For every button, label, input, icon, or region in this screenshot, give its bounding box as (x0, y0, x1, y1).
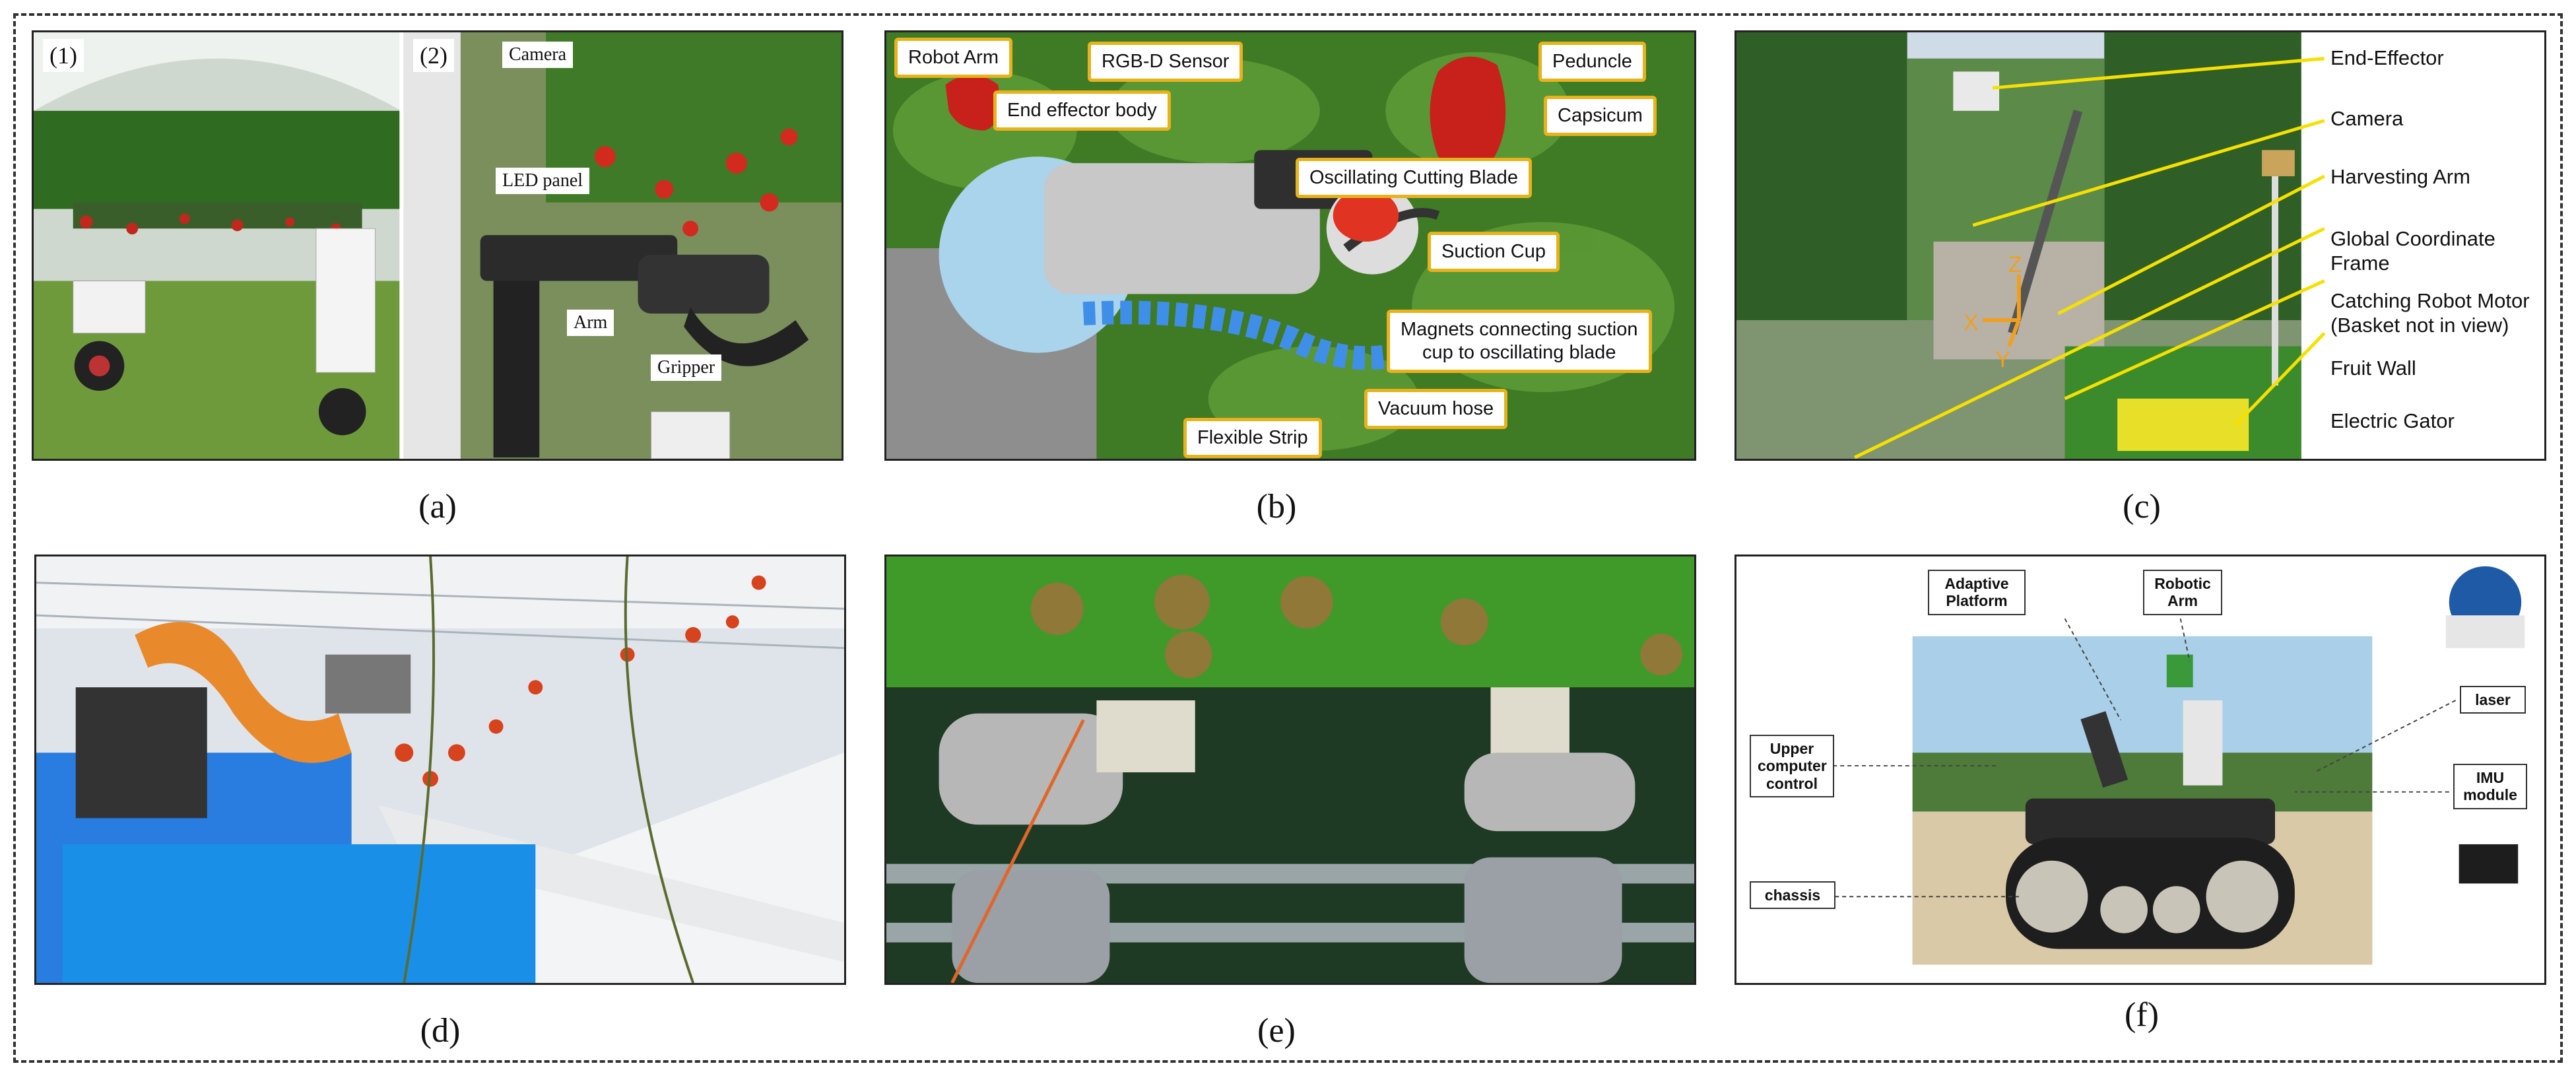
panel-e (884, 555, 1696, 985)
panel-b-callout-magnets: Magnets connecting suction cup to oscill… (1387, 310, 1652, 373)
panel-c-label-gator: Electric Gator (2330, 409, 2455, 432)
panel-c-label-catching-motor: Catching Robot Motor (Basket not in view… (2330, 289, 2530, 337)
panel-d-photo (36, 556, 844, 983)
panel-c-label-global-frame: Global Coordinate Frame (2330, 227, 2495, 275)
panel-c: End-Effector Camera Harvesting Arm Globa… (1734, 30, 2546, 461)
caption-e: (e) (1257, 1012, 1296, 1050)
panel-f-label-laser: laser (2460, 686, 2526, 714)
panel-b-callout-capsicum: Capsicum (1544, 96, 1657, 136)
panel-c-axis-x: X (1964, 310, 1979, 335)
panel-b-callout-suction: Suction Cup (1428, 232, 1560, 272)
panel-a-label-arm: Arm (567, 310, 614, 336)
panel-f-label-adaptive-platform: Adaptive Platform (1928, 570, 2026, 615)
caption-b: (b) (1256, 488, 1297, 525)
panel-b-callout-strip: Flexible Strip (1183, 418, 1322, 458)
panel-a-tag-1: (1) (43, 39, 84, 72)
panel-c-label-end-effector: End-Effector (2330, 46, 2444, 69)
panel-d (34, 555, 846, 985)
panel-c-label-fruit-wall: Fruit Wall (2330, 356, 2416, 380)
panel-a-label-gripper: Gripper (651, 354, 722, 381)
panel-e-photo (886, 556, 1694, 983)
panel-c-label-camera: Camera (2330, 107, 2404, 130)
caption-f: (f) (2125, 996, 2159, 1034)
caption-a: (a) (418, 488, 457, 525)
panel-a: (1) (2) Camera LED panel Arm Gripper (32, 30, 843, 461)
panel-f: Adaptive Platform Robotic Arm Upper comp… (1734, 555, 2546, 985)
panel-b-callout-vacuum: Vacuum hose (1364, 389, 1508, 429)
panel-c-axis-y: Y (1995, 347, 2010, 372)
panel-a-tag-2: (2) (413, 39, 454, 72)
panel-a-photo (34, 32, 842, 459)
figure-frame (13, 13, 2563, 1063)
panel-c-photo (1736, 32, 2544, 459)
panel-c-axis-z: Z (2008, 252, 2022, 277)
panel-f-label-imu: IMU module (2453, 764, 2527, 809)
panel-a-label-led: LED panel (496, 168, 590, 194)
caption-c: (c) (2123, 488, 2161, 525)
panel-b-callout-robot-arm: Robot Arm (894, 38, 1012, 78)
panel-b-callout-blade: Oscillating Cutting Blade (1296, 158, 1532, 198)
panel-c-label-harvesting-arm: Harvesting Arm (2330, 165, 2470, 188)
panel-f-label-upper-computer: Upper computer control (1750, 735, 1834, 798)
panel-b-callout-rgbd: RGB-D Sensor (1088, 42, 1243, 82)
panel-b-callout-peduncle: Peduncle (1538, 42, 1646, 82)
panel-f-label-chassis: chassis (1750, 881, 1835, 910)
panel-b: Robot Arm RGB-D Sensor Peduncle End effe… (884, 30, 1696, 461)
panel-f-photo (1736, 556, 2544, 983)
caption-d: (d) (420, 1012, 461, 1050)
panel-b-callout-end-effector: End effector body (993, 90, 1171, 131)
panel-a-label-camera: Camera (502, 42, 574, 68)
panel-f-label-robotic-arm: Robotic Arm (2143, 570, 2222, 615)
